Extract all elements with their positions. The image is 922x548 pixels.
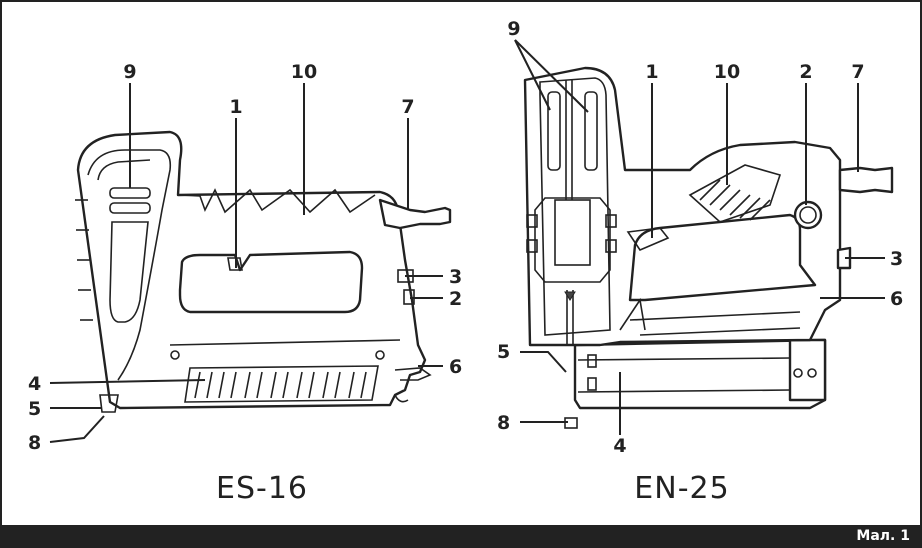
callout-4-right: 4 xyxy=(613,435,626,457)
callout-5-left: 5 xyxy=(28,398,41,420)
nailer-en25-drawing xyxy=(523,66,894,429)
callout-1-right: 1 xyxy=(645,61,658,83)
callout-10-left: 10 xyxy=(291,61,317,83)
callout-6-right: 6 xyxy=(890,288,903,310)
callout-9-left: 9 xyxy=(123,61,136,83)
callout-3-left: 3 xyxy=(449,266,462,288)
callout-8-left: 8 xyxy=(28,432,41,454)
footer-bar: Мал. 1 xyxy=(0,525,922,548)
callout-2-left: 2 xyxy=(449,288,462,310)
left-callout-lines xyxy=(49,83,443,443)
callout-7-right: 7 xyxy=(851,61,864,83)
callout-10-right: 10 xyxy=(714,61,740,83)
callout-7-left: 7 xyxy=(401,96,414,118)
callout-4-left: 4 xyxy=(28,373,41,395)
stapler-es16-drawing xyxy=(75,130,452,413)
right-callout-numbers: 9 1 10 2 7 3 6 5 4 8 xyxy=(497,18,903,457)
callout-1-left: 1 xyxy=(229,96,242,118)
callout-2-right: 2 xyxy=(799,61,812,83)
callout-5-right: 5 xyxy=(497,341,510,363)
model-label-en25: EN-25 xyxy=(634,471,729,506)
figure-label: Мал. 1 xyxy=(856,528,910,544)
model-label-es16: ES-16 xyxy=(216,471,308,506)
left-callout-numbers: 9 10 1 7 3 2 6 4 5 8 xyxy=(28,61,462,454)
callout-8-right: 8 xyxy=(497,412,510,434)
right-callout-lines xyxy=(514,39,885,435)
callout-9-right: 9 xyxy=(507,18,520,40)
callout-6-left: 6 xyxy=(449,356,462,378)
callout-3-right: 3 xyxy=(890,248,903,270)
